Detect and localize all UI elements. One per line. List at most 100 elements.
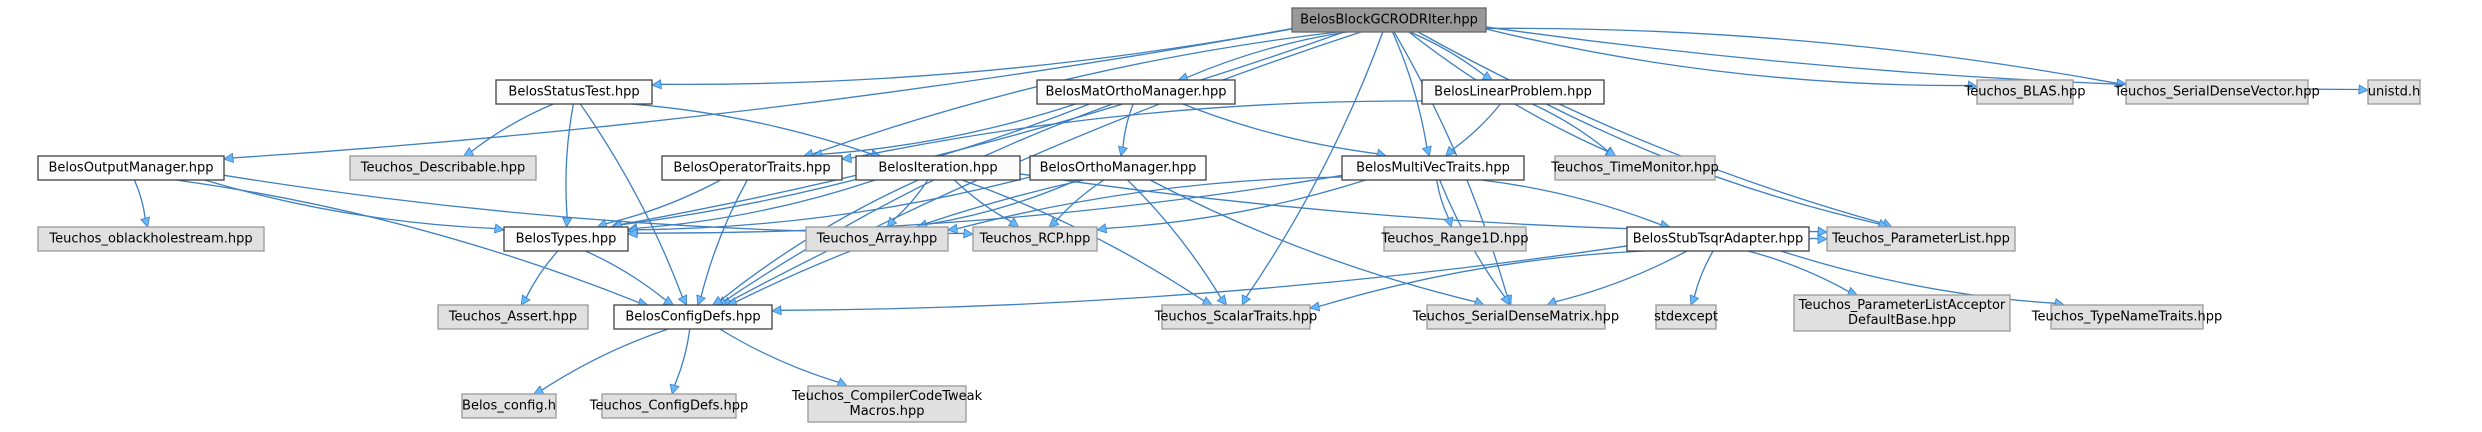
edge-line <box>1485 28 1969 87</box>
arrowhead-icon <box>493 223 505 234</box>
node-types[interactable]: BelosTypes.hpp <box>503 226 629 252</box>
node-tsqr[interactable]: BelosStubTsqrAdapter.hpp <box>1626 226 1810 252</box>
node-label: BelosBlockGCRODRIter.hpp <box>1300 13 1478 28</box>
node-box <box>805 226 949 252</box>
edge-line <box>1693 250 1714 297</box>
edge-line <box>176 179 640 304</box>
edge-line <box>541 328 669 391</box>
arrowhead-icon <box>1048 216 1060 228</box>
node-box <box>1976 79 2074 105</box>
node-iteration[interactable]: BelosIteration.hpp <box>855 155 1021 181</box>
arrowhead-icon <box>771 305 782 316</box>
node-box <box>1554 155 1716 181</box>
node-describable: Teuchos_Describable.hpp <box>349 155 537 181</box>
arrowhead-icon <box>841 152 852 164</box>
edge-types-to-assert <box>520 250 559 306</box>
node-box <box>1421 79 1605 105</box>
edge-mvtraits-to-types <box>627 174 1343 239</box>
node-box <box>1291 7 1487 33</box>
edge-configdefs-to-belosconfig <box>533 328 669 395</box>
edge-line <box>1186 31 1347 79</box>
node-linprob[interactable]: BelosLinearProblem.hpp <box>1421 79 1605 105</box>
edge-line <box>525 250 559 298</box>
node-label: Teuchos_ParameterListAcceptor <box>1798 298 2006 313</box>
arrowhead-icon <box>2358 84 2369 95</box>
edge-line <box>636 179 876 229</box>
edge-mvtraits-to-rcp <box>1096 179 1366 234</box>
edge-line <box>821 103 1076 155</box>
node-label: unistd.h <box>2368 85 2421 100</box>
node-label: BelosConfigDefs.hpp <box>625 310 760 325</box>
arrowhead-icon <box>1117 145 1129 157</box>
arrowhead-icon <box>2116 78 2127 89</box>
edge-line <box>660 27 1293 86</box>
node-sdvec: Teuchos_SerialDenseVector.hpp <box>2113 79 2320 105</box>
arrowhead-icon <box>696 294 706 306</box>
arrowhead-icon <box>669 383 680 395</box>
arrowhead-icon <box>836 377 848 387</box>
node-label: Teuchos_ScalarTraits.hpp <box>1154 310 1318 325</box>
node-assert: Teuchos_Assert.hpp <box>437 304 589 330</box>
node-optraits[interactable]: BelosOperatorTraits.hpp <box>661 155 843 181</box>
node-box <box>1383 226 1527 252</box>
node-label: BelosOperatorTraits.hpp <box>673 161 830 176</box>
edge-statustest-to-types <box>562 103 574 228</box>
arrowhead-icon <box>1216 294 1228 306</box>
node-box <box>1161 304 1311 330</box>
edge-iteration-to-array <box>886 179 929 228</box>
edge-line <box>1318 250 1644 308</box>
edge-line <box>1055 179 1105 222</box>
node-timemon: Teuchos_TimeMonitor.hpp <box>1550 155 1719 181</box>
edge-line <box>565 103 574 219</box>
edge-optraits-to-configdefs <box>696 179 748 306</box>
edge-line <box>724 103 1113 302</box>
node-box <box>461 393 557 419</box>
edge-root-to-outmgr <box>223 28 1293 163</box>
edge-mvtraits-to-range1d <box>1436 179 1454 228</box>
edge-line <box>204 179 496 230</box>
node-statustest[interactable]: BelosStatusTest.hpp <box>495 79 653 105</box>
node-label: BelosMatOrthoManager.hpp <box>1045 85 1226 100</box>
arrowhead-icon <box>1817 226 1828 237</box>
edge-line <box>133 179 146 219</box>
edge-line <box>1417 31 1884 225</box>
node-orthomgr[interactable]: BelosOrthoManager.hpp <box>1029 155 1207 181</box>
node-label: BelosStubTsqrAdapter.hpp <box>1633 232 1804 247</box>
node-label: Teuchos_Assert.hpp <box>448 310 577 325</box>
arrowhead-icon <box>462 146 475 157</box>
node-label: Teuchos_ConfigDefs.hpp <box>589 399 749 414</box>
arrowhead-icon <box>662 295 675 306</box>
edge-orthomgr-to-rcp <box>1048 179 1105 228</box>
edge-root-to-sdvec <box>1485 27 2127 89</box>
edge-line <box>1808 237 1819 240</box>
node-mvtraits[interactable]: BelosMultiVecTraits.hpp <box>1341 155 1525 181</box>
node-configdefs[interactable]: BelosConfigDefs.hpp <box>613 304 773 330</box>
node-box <box>349 155 537 181</box>
edge-line <box>1182 103 1378 155</box>
edge-linprob-to-mvtraits <box>1444 103 1501 157</box>
arrowhead-icon <box>1500 294 1510 306</box>
node-label: Teuchos_Describable.hpp <box>360 161 525 176</box>
node-label: BelosStatusTest.hpp <box>508 85 639 100</box>
edge-tsqr-to-stdexcept <box>1689 250 1714 306</box>
arrowhead-icon <box>1689 294 1700 306</box>
arrowhead-icon <box>520 294 531 306</box>
edge-line <box>926 179 1078 226</box>
edge-tsqr-to-scalartraits <box>1309 250 1644 312</box>
node-box <box>1036 79 1236 105</box>
node-rcp: Teuchos_RCP.hpp <box>972 226 1098 252</box>
edge-line <box>1019 173 1819 233</box>
node-outmgr[interactable]: BelosOutputManager.hpp <box>37 155 225 181</box>
edge-types-to-configdefs <box>585 250 675 306</box>
edge-line <box>892 179 929 221</box>
edge-line <box>1122 103 1134 148</box>
node-box <box>495 79 653 105</box>
node-root: BelosBlockGCRODRIter.hpp <box>1291 7 1487 33</box>
node-label: BelosLinearProblem.hpp <box>1434 85 1592 100</box>
node-label: BelosOrthoManager.hpp <box>1040 161 1197 176</box>
node-matortho[interactable]: BelosMatOrthoManager.hpp <box>1036 79 1236 105</box>
node-unistd: unistd.h <box>2367 79 2421 105</box>
node-box <box>1826 226 2016 252</box>
node-plad: Teuchos_ParameterListAcceptorDefaultBase… <box>1793 294 2011 332</box>
